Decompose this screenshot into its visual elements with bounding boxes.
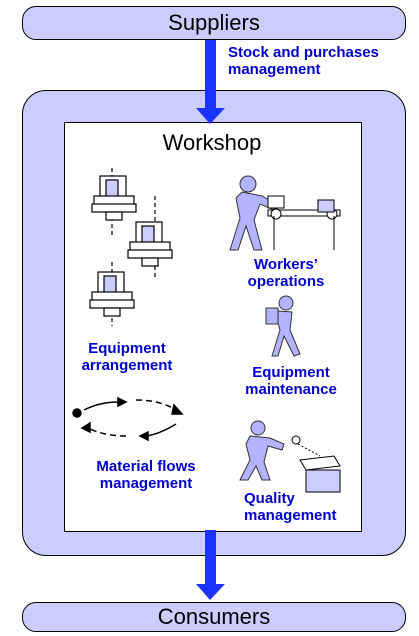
equipment-maintenance-label: Equipment maintenance — [230, 364, 352, 398]
workers-operations-label: Workers’ operations — [228, 256, 344, 290]
stock-label-line1: Stock and purchases — [228, 44, 379, 61]
stock-label-line2: management — [228, 61, 321, 78]
workshop-title: Workshop — [162, 130, 262, 155]
material-flows-line1: Material flows — [96, 458, 196, 475]
consumers-label: Consumers — [157, 604, 271, 629]
quality-inspector-icon — [239, 420, 341, 493]
consumers-box: Consumers — [22, 602, 406, 632]
workers-operations-line2: operations — [247, 273, 325, 290]
suppliers-label: Suppliers — [168, 10, 260, 35]
quality-management-line2: management — [244, 507, 337, 524]
quality-management-label: Quality management — [244, 490, 360, 524]
quality-management-line1: Quality — [244, 490, 295, 507]
material-flows-label: Material flows management — [76, 458, 216, 492]
suppliers-box: Suppliers — [22, 6, 406, 40]
supply-arrow — [196, 40, 225, 124]
workers-operations-line1: Workers’ — [254, 256, 318, 273]
material-flow-icon — [72, 396, 184, 442]
equipment-arrangement-label: Equipment arrangement — [64, 340, 190, 374]
stock-purchases-label: Stock and purchases management — [228, 44, 416, 78]
equipment-maintenance-line1: Equipment — [252, 364, 330, 381]
machine-icon — [89, 168, 173, 326]
maintenance-worker-icon — [265, 295, 301, 357]
equipment-maintenance-line2: maintenance — [245, 381, 337, 398]
equipment-arrangement-line2: arrangement — [81, 357, 173, 374]
worker-icon — [229, 175, 341, 251]
delivery-arrow — [196, 530, 225, 600]
material-flows-line2: management — [99, 475, 193, 492]
equipment-arrangement-line1: Equipment — [88, 340, 166, 357]
